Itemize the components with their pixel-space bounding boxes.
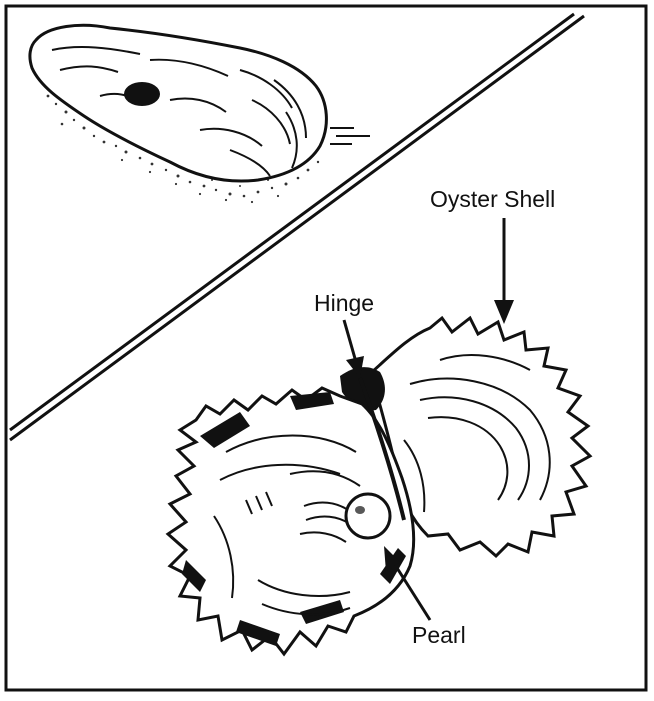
hinge-arrow — [344, 320, 364, 378]
pearl-label: Pearl — [412, 624, 466, 647]
water-ripples — [330, 128, 370, 144]
pearl — [346, 494, 390, 538]
pearl-highlight — [355, 506, 365, 514]
shell-arrow — [494, 218, 514, 324]
closed-oyster — [30, 25, 370, 203]
open-oyster — [168, 318, 590, 654]
oyster-shell-label: Oyster Shell — [430, 188, 555, 211]
hinge-label: Hinge — [314, 292, 374, 315]
closed-shell-outline — [30, 25, 326, 181]
closed-shell-spot — [124, 82, 160, 106]
